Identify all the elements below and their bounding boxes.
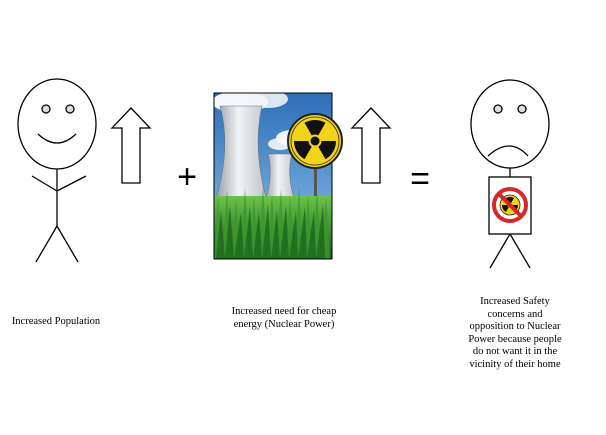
- caption-increased-population: Increased Population: [11, 316, 101, 327]
- frown: [487, 145, 529, 157]
- sad-right-leg: [509, 233, 531, 269]
- happy-right-arm: [56, 175, 87, 192]
- happy-left-leg: [35, 225, 58, 263]
- happy-stick-figure: [17, 78, 97, 263]
- radiation-symbol-icon: [287, 113, 343, 169]
- sad-right-eye: [517, 104, 527, 114]
- plus-sign: +: [177, 158, 197, 196]
- happy-right-eye: [65, 104, 75, 114]
- caption-safety-concerns: Increased Safety concerns and opposition…: [468, 296, 562, 370]
- happy-left-arm: [31, 175, 58, 192]
- up-arrow-icon: [350, 107, 392, 184]
- nuclear-plant-image: [213, 92, 333, 260]
- caption-increased-energy-need: Increased need for cheap energy (Nuclear…: [231, 306, 337, 330]
- sad-face: [470, 79, 550, 169]
- smile: [37, 133, 77, 144]
- sad-left-eye: [493, 104, 503, 114]
- up-arrow-icon: [110, 107, 152, 184]
- no-nuclear-sign-icon: [492, 187, 528, 223]
- happy-left-eye: [41, 104, 51, 114]
- sad-left-leg: [489, 233, 511, 269]
- happy-face: [17, 78, 97, 170]
- sad-stick-figure: [470, 79, 550, 269]
- equals-sign: =: [410, 160, 430, 198]
- happy-right-leg: [56, 225, 79, 263]
